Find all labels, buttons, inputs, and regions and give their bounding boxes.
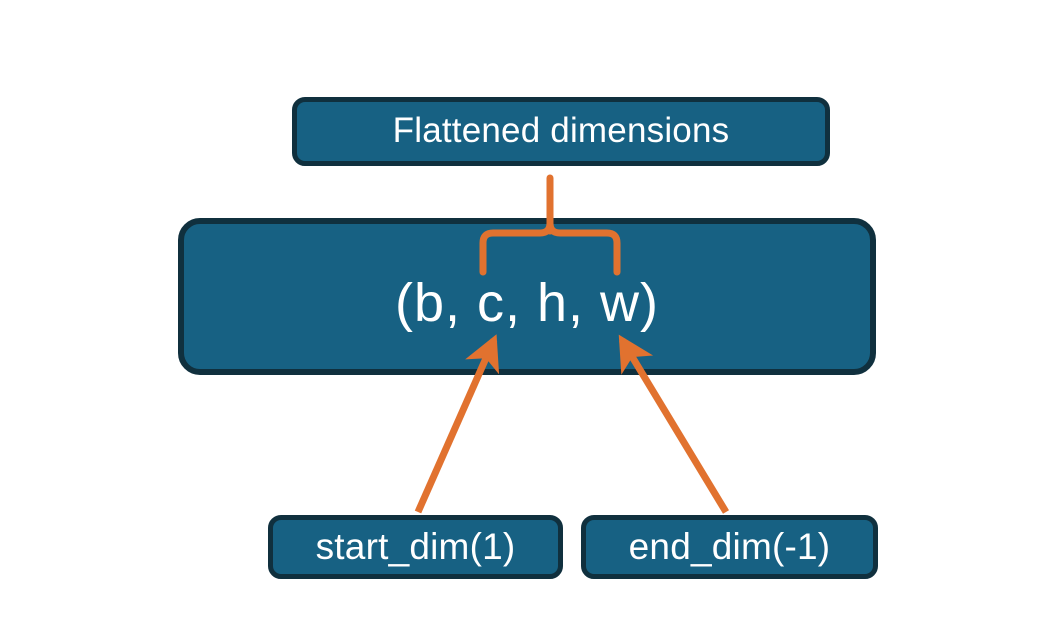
node-tensor-shape[interactable]: (b, c, h, w) bbox=[178, 218, 876, 375]
node-start-dim-label: start_dim(1) bbox=[315, 525, 516, 567]
node-tensor-shape-label: (b, c, h, w) bbox=[394, 273, 660, 334]
node-flattened-dimensions[interactable]: Flattened dimensions bbox=[292, 97, 830, 166]
node-start-dim[interactable]: start_dim(1) bbox=[268, 515, 563, 579]
node-end-dim-label: end_dim(-1) bbox=[628, 525, 831, 567]
node-flattened-dimensions-label: Flattened dimensions bbox=[392, 111, 730, 151]
node-end-dim[interactable]: end_dim(-1) bbox=[581, 515, 878, 579]
